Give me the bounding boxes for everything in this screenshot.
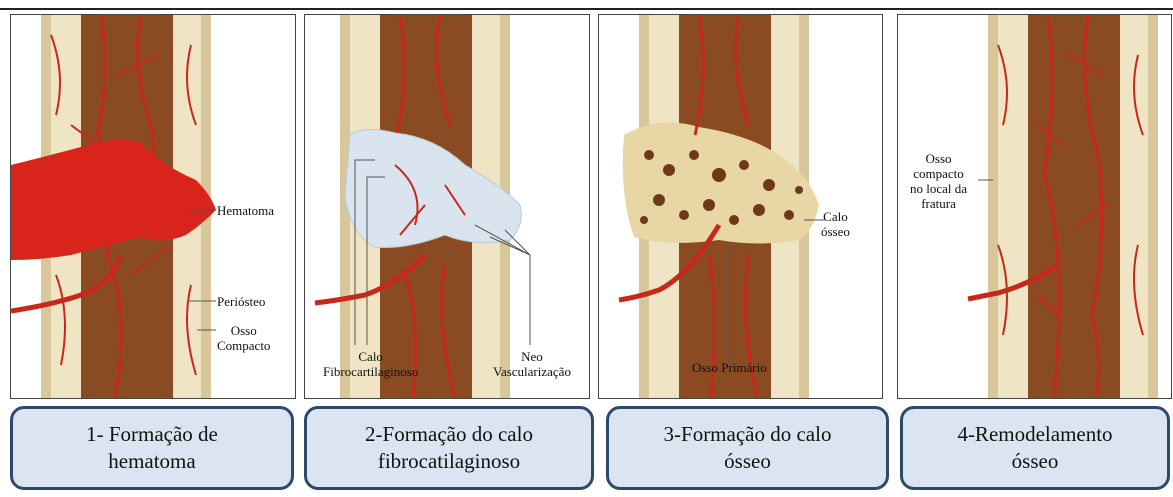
label-calo-osseo: Calo ósseo [821, 209, 850, 239]
label-hematoma: Hematoma [217, 203, 274, 218]
label-osso-compacto: Osso Compacto [217, 323, 270, 353]
bone-illustration-bony-callus [599, 15, 882, 398]
panel-hematoma-stage: Hematoma Periósteo Osso Compacto [10, 14, 296, 399]
caption-stage-1-line2: hematoma [86, 448, 218, 475]
label-periosteo: Periósteo [217, 294, 265, 309]
label-neo-vascularizacao: Neo Vascularização [493, 349, 571, 379]
panel-remodeling-stage: Osso compacto no local da fratura [897, 14, 1172, 399]
label-osso-compacto-local-fratura: Osso compacto no local da fratura [910, 151, 967, 211]
caption-stage-2-line1: 2-Formação do calo [365, 421, 533, 448]
panel-bony-callus-stage: Calo ósseo Osso Primário [598, 14, 883, 399]
caption-stage-2-line2: fibrocatilaginoso [365, 448, 533, 475]
label-osso-primario: Osso Primário [692, 360, 767, 375]
label-calo-fibrocartilaginoso: Calo Fibrocartilaginoso [323, 349, 418, 379]
bone-illustration-fibrocartilage [305, 15, 589, 398]
caption-stage-3-line1: 3-Formação do calo [664, 421, 832, 448]
panel-fibrocartilaginous-callus-stage: Calo Fibrocartilaginoso Neo Vascularizaç… [304, 14, 590, 399]
caption-stage-3-line2: ósseo [664, 448, 832, 475]
top-rule [0, 8, 1173, 10]
caption-stage-1-line1: 1- Formação de [86, 421, 218, 448]
caption-stage-4-line1: 4-Remodelamento [957, 421, 1112, 448]
caption-stage-4-line2: ósseo [957, 448, 1112, 475]
